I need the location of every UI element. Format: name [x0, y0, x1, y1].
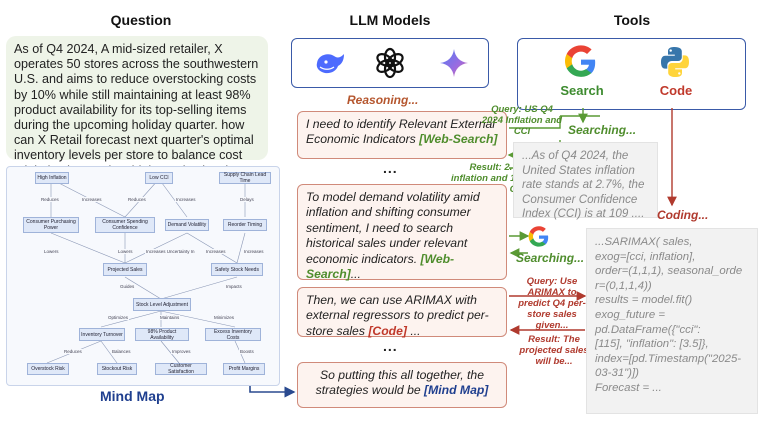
code-line: results = model.fit() — [595, 294, 693, 307]
deepseek-whale-icon — [316, 54, 344, 74]
tools-panel: Search Code — [517, 38, 746, 110]
reasoning-label: Reasoning... — [347, 93, 419, 107]
step1-web-search-tag: [Web-Search] — [419, 132, 498, 147]
mm-edge-increases-4: Increases — [243, 249, 265, 254]
mm-node-stock-level: Stock Level Adjustment — [133, 298, 191, 311]
arrow-mind-map — [249, 386, 296, 398]
mm-edge-guides: Guides — [119, 284, 136, 289]
mm-edge-boosts: Boosts — [239, 349, 255, 354]
mm-node-stockout-risk: Stockout Risk — [97, 363, 137, 375]
code-line: index=[pd.Timestamp("2025- — [595, 352, 742, 365]
google-search-icon-2 — [528, 226, 549, 247]
ellipsis-2: ... — [383, 338, 398, 354]
step2-web-search-tag: [Web-Search] — [306, 251, 455, 282]
mm-edge-lowers-2: Lowers — [117, 249, 134, 254]
mind-map-caption: Mind Map — [100, 388, 165, 404]
mm-edge-balances: Balances — [111, 349, 132, 354]
reasoning-step-code: Then, we can use ARIMAX with external re… — [297, 287, 507, 338]
mm-node-reorder-timing: Reorder Timing — [223, 219, 267, 231]
mm-edge-increases-1: Increases — [81, 197, 103, 202]
mm-node-projected-sales: Projected Sales — [103, 263, 147, 276]
step4-text: So putting this all together, the strate… — [315, 368, 484, 398]
code-line: 03-31")]) — [595, 367, 639, 380]
python-icon — [661, 47, 689, 77]
mm-node-inventory-turnover: Inventory Turnover — [79, 328, 125, 341]
code-line: [115], "inflation": [3.5]}, — [595, 338, 709, 351]
query-2-label: Query: Use ARIMAX to predict Q4 per-stor… — [518, 276, 586, 331]
step3-code-tag: [Code] — [368, 323, 407, 338]
mm-edge-impacts: Impacts — [225, 284, 243, 289]
code-line: pd.DataFrame({"cci": — [595, 323, 701, 336]
mm-node-customer-satisfaction: Customer Satisfaction — [155, 363, 207, 375]
searching-2-label: Searching... — [516, 251, 585, 265]
mm-node-high-inflation: High Inflation — [35, 172, 69, 184]
ellipsis-1: ... — [383, 160, 398, 176]
reasoning-step-web-search-2: To model demand volatility amid inflatio… — [297, 184, 507, 282]
code-line: exog=[cci, inflation], — [595, 250, 696, 263]
mm-edge-increases-uncertainty: Increases Uncertainty In — [145, 249, 196, 254]
mm-edge-lowers-1: Lowers — [43, 249, 60, 254]
mm-edge-maintains: Maintains — [159, 315, 181, 320]
mm-edge-delays: Delays — [239, 197, 255, 202]
coding-label: Coding... — [657, 208, 709, 222]
mm-edge-reduces-3: Reduces — [63, 349, 83, 354]
code-line: exog_future = — [595, 308, 665, 321]
code-line: order=(1,1,1), seasonal_orde — [595, 265, 743, 278]
code-snippet: ...SARIMAX( sales, exog=[cci, inflation],… — [586, 228, 758, 414]
step4-mind-map-tag: [Mind Map] — [424, 383, 489, 398]
mm-node-demand-volatility: Demand Volatility — [165, 219, 209, 231]
query-1-label: Query: US Q4 2024 Inflation and CCI — [481, 104, 563, 137]
llm-models-panel — [291, 38, 489, 88]
openai-knot-icon — [376, 47, 404, 79]
code-line: r=(0,1,1,4)) — [595, 279, 652, 292]
step3-tail: ... — [410, 323, 421, 338]
searching-1-label: Searching... — [568, 123, 637, 137]
mm-node-low-cci: Low CCI — [145, 172, 173, 184]
reasoning-step-mind-map: So putting this all together, the strate… — [297, 362, 507, 408]
tools-header: Tools — [613, 12, 651, 28]
code-line: Forecast = ... — [595, 381, 662, 394]
code-tool-label: Code — [659, 83, 693, 98]
step2-tail: ... — [350, 267, 361, 282]
search-tool-label: Search — [560, 83, 604, 98]
mm-edge-increases-2: Increases — [175, 197, 197, 202]
arrow-query-1 — [509, 116, 561, 129]
mm-edge-increases-3: Increases — [205, 249, 227, 254]
question-header: Question — [110, 12, 172, 28]
reasoning-step-web-search-1: I need to identify Relevant External Eco… — [297, 111, 507, 159]
mm-node-product-availability: 98% Product Availability — [135, 328, 189, 341]
mm-node-supply-chain: Supply Chain Lead Time — [219, 172, 271, 184]
llm-models-header: LLM Models — [349, 12, 431, 28]
mm-edge-improves: Improves — [171, 349, 192, 354]
step2-text: To model demand volatility amid inflatio… — [306, 190, 480, 266]
mm-node-profit-margins: Profit Margins — [223, 363, 265, 375]
result-2-label: Result: The projected sales will be... — [519, 334, 589, 367]
step1-text: I need to identify Relevant External Eco… — [306, 117, 496, 147]
mm-edge-minimizes: Minimizes — [213, 315, 236, 320]
step3-text: Then, we can use ARIMAX with external re… — [306, 293, 489, 338]
mm-edge-reduces-2: Reduces — [127, 197, 147, 202]
mm-node-purchasing-power: Consumer Purchasing Power — [23, 217, 79, 233]
google-search-icon — [564, 45, 596, 77]
mm-node-safety-stock: Safety Stock Needs — [211, 263, 263, 276]
search-result-text: ...As of Q4 2024, the United States infl… — [513, 142, 658, 220]
mm-node-overstock-risk: Overstock Risk — [27, 363, 69, 375]
mm-edge-optimizes: Optimizes — [107, 315, 130, 320]
mm-node-spending-confidence: Consumer Spending Confidence — [95, 217, 155, 233]
mind-map-diagram: High Inflation Low CCI Supply Chain Lead… — [6, 166, 280, 386]
code-line: ...SARIMAX( sales, — [595, 236, 693, 248]
mm-edge-reduces-1: Reduces — [40, 197, 60, 202]
gemini-sparkle-icon — [440, 49, 468, 77]
mm-node-excess-costs: Excess Inventory Costs — [205, 328, 261, 341]
